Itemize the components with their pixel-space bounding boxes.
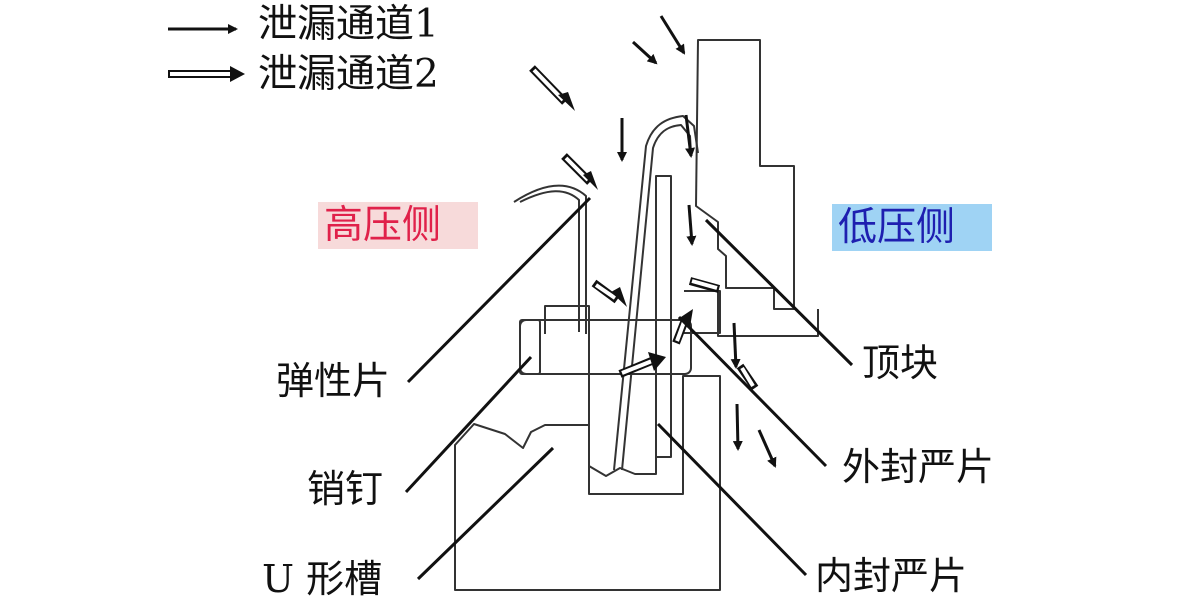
u-groove-leader	[416, 446, 555, 581]
leader-lines	[404, 196, 854, 581]
pin-head	[519, 319, 541, 375]
path1-arrow-7	[732, 403, 743, 451]
right-housing	[684, 290, 721, 334]
mechanical-geometry	[454, 39, 819, 591]
outer-seal-sheet-inner	[621, 124, 692, 471]
path2-arrow-1	[529, 65, 575, 111]
outer-seal-leader	[677, 315, 828, 468]
path2-arrow-7	[736, 363, 759, 391]
high-pressure-side-label: 高压侧	[318, 202, 478, 249]
top-block-leader	[704, 218, 854, 367]
hollow-arrow-icon	[168, 66, 245, 82]
path1-arrow-8	[757, 429, 777, 468]
elastic-sheet-label: 弹性片	[276, 359, 391, 403]
leakage-path-2-arrows	[529, 65, 759, 391]
outer-seal-sheet-label: 外封严片	[842, 445, 995, 489]
top-block-shape	[695, 39, 795, 310]
u-groove-label: U 形槽	[262, 557, 383, 601]
elastic-sheet-shape	[513, 184, 587, 334]
outer-seal-sheet	[613, 115, 699, 471]
top-block-lower-lip	[717, 292, 819, 337]
u-groove-cavity	[588, 315, 657, 477]
pin-leader	[404, 355, 533, 494]
pin-label: 销钉	[307, 467, 384, 511]
path2-arrow-3	[591, 279, 627, 307]
path1-arrow-4	[684, 114, 695, 158]
legend-path-2-label: 泄漏通道2	[258, 52, 439, 97]
elastic-sheet-inner	[519, 190, 580, 332]
path2-arrow-5	[672, 309, 693, 345]
path2-arrow-2	[561, 153, 598, 190]
path2-arrow-6	[688, 277, 721, 293]
inner-seal-sheet-label: 内封严片	[815, 554, 968, 598]
legend-path-1-label: 泄漏通道1	[258, 2, 439, 47]
leakage-path-1-arrows	[617, 15, 777, 468]
inner-seal-sheet	[655, 175, 672, 458]
low-pressure-side-label: 低压侧	[832, 204, 992, 251]
path1-arrow-1	[659, 15, 686, 55]
path1-arrow-2	[631, 40, 658, 65]
path1-arrow-5	[686, 204, 697, 246]
pin-housing	[544, 305, 590, 334]
path2-arrow-4	[618, 352, 666, 378]
legend	[168, 24, 245, 82]
path1-arrow-6	[730, 322, 741, 369]
inner-seal-leader	[656, 422, 808, 577]
top-block-label: 顶块	[862, 341, 939, 385]
u-groove-body	[454, 375, 721, 591]
elastic-sheet-leader	[406, 196, 592, 384]
